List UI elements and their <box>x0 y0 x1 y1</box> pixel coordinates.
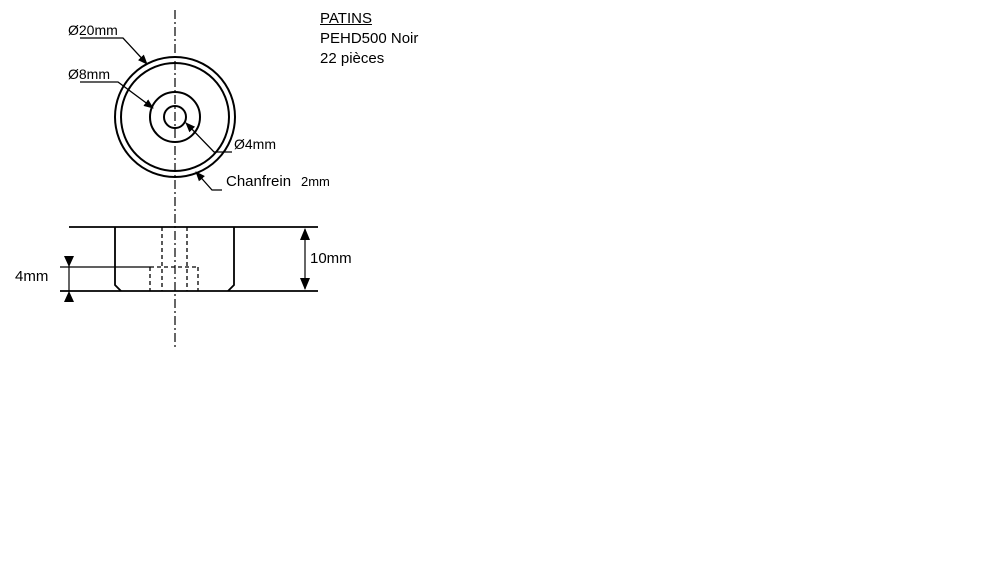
chamfer-value-label: 2mm <box>301 174 330 189</box>
chamfer-label: Chanfrein <box>226 173 291 190</box>
hole-diameter-label: Ø4mm <box>234 136 276 152</box>
leader-hole-diameter <box>185 122 232 153</box>
counterbore-depth-label: 4mm <box>15 268 48 285</box>
outer-circle <box>114 56 236 178</box>
quantity-label: 22 pièces <box>320 50 385 67</box>
counterbore-circle <box>149 91 201 143</box>
material-label: PEHD500 Noir <box>320 30 419 47</box>
side-view <box>60 226 318 292</box>
hole-circle <box>163 105 187 129</box>
hidden-lines <box>149 227 199 291</box>
total-height-label: 10mm <box>310 250 352 267</box>
chamfer-circle <box>120 62 230 172</box>
middle-diameter-label: Ø8mm <box>68 66 110 82</box>
top-view <box>114 56 236 178</box>
part-name: PATINS <box>320 10 372 27</box>
outer-diameter-label: Ø20mm <box>68 22 118 38</box>
leader-outer-diameter <box>80 37 148 65</box>
depth-dimension <box>64 256 74 302</box>
title-block: PATINS PEHD500 Noir 22 pièces <box>320 9 418 69</box>
leader-middle-diameter <box>80 81 154 109</box>
height-dimension <box>300 228 310 290</box>
leader-chamfer <box>195 171 222 191</box>
